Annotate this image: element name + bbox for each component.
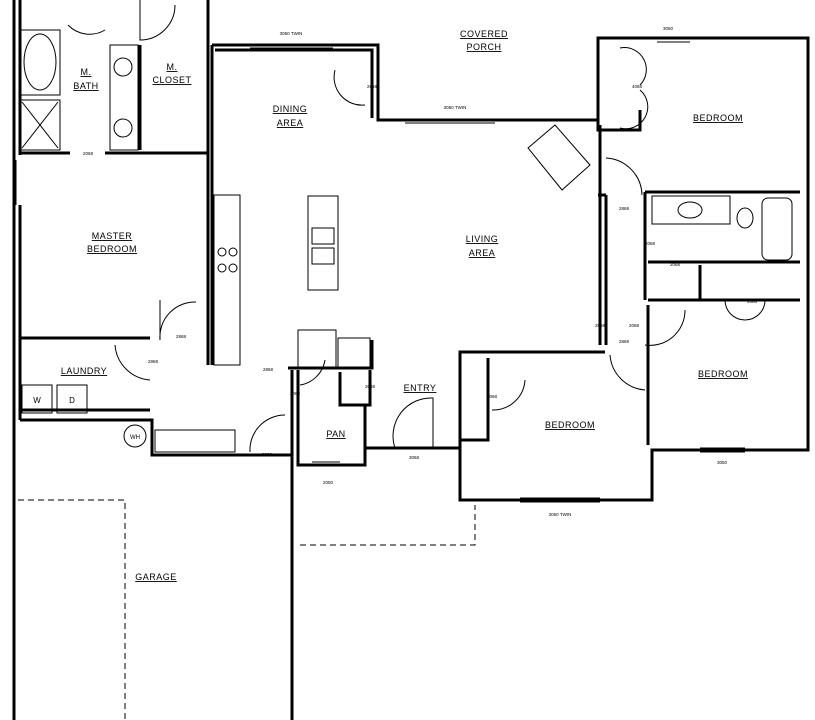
dimension-porch-window: 3050 TWIN — [444, 105, 467, 110]
dimension-closet-door: 2068 — [629, 323, 640, 328]
label-entry: ENTRY — [404, 383, 437, 393]
dimension-bed-s-door: 2868 — [619, 339, 630, 344]
dimension-bed-e-door: 2868 — [595, 323, 606, 328]
dimension-dining-door: 2868 — [367, 84, 378, 89]
label-porch-1: COVERED — [460, 29, 508, 39]
dimension-coat-door: 2068 — [365, 384, 376, 389]
fixtures — [19, 29, 793, 453]
dimension-bed-s-closet: 2068 — [487, 394, 498, 399]
label-bedroom-s: BEDROOM — [545, 420, 595, 430]
label-living-2: AREA — [469, 248, 496, 258]
windows — [15, 37, 745, 503]
dimension-linen: 2068 — [670, 262, 681, 267]
walls — [12, 0, 810, 720]
label-master-1: MASTER — [92, 231, 133, 241]
dimension-dining-window: 3050 TWIN — [280, 31, 303, 36]
dimension-bed-e-closet: 4068 — [747, 299, 758, 304]
label-m-bath-2: BATH — [73, 81, 98, 91]
washer: W — [33, 396, 41, 405]
label-dining-1: DINING — [273, 104, 308, 114]
dimension-bath-door: 2068 — [83, 151, 94, 156]
label-garage: GARAGE — [135, 572, 177, 582]
label-bedroom-ne: BEDROOM — [693, 113, 743, 123]
dimension-bed-e-window: 3050 — [717, 460, 728, 465]
dimension-entry-door: 3068 — [409, 455, 420, 460]
label-living-1: LIVING — [466, 234, 499, 244]
dimension-garage-door: 2868 — [262, 452, 273, 457]
dimension-bed-s-window: 3060 TWIN — [549, 512, 572, 517]
dimension-closet-ne: 4068 — [632, 84, 643, 89]
dimension-pan-door: 2068 — [290, 391, 301, 396]
dimension-laundry-door: 2868 — [148, 359, 159, 364]
dimension-bed-ne-window: 3050 — [663, 26, 674, 31]
label-porch-2: PORCH — [466, 42, 501, 52]
doors — [67, 0, 766, 453]
label-dining-2: AREA — [277, 118, 304, 128]
label-pantry: PAN — [326, 429, 345, 439]
label-bedroom-e: BEDROOM — [698, 369, 748, 379]
water-heater: WH — [130, 435, 140, 441]
dimension-master-door: 2868 — [176, 334, 187, 339]
dimension-bath2-door: 2068 — [645, 241, 656, 246]
label-m-bath-1: M. — [81, 67, 92, 77]
dryer: D — [69, 396, 75, 405]
dimension-labels: 3050 TWIN 3050 TWIN 3050 3060 TWIN 3050 … — [83, 26, 758, 517]
room-labels: M. BATH M. CLOSET DINING AREA COVERED PO… — [33, 29, 748, 582]
label-m-closet-1: M. — [167, 62, 178, 72]
label-laundry: LAUNDRY — [61, 366, 107, 376]
garage-door-outline — [18, 499, 476, 720]
dimension-hall-door: 2868 — [619, 206, 630, 211]
label-m-closet-2: CLOSET — [152, 75, 191, 85]
dimension-hall-opening: 2868 — [263, 367, 274, 372]
label-master-2: BEDROOM — [87, 244, 137, 254]
dimension-pan-window: 2050 — [323, 480, 334, 485]
